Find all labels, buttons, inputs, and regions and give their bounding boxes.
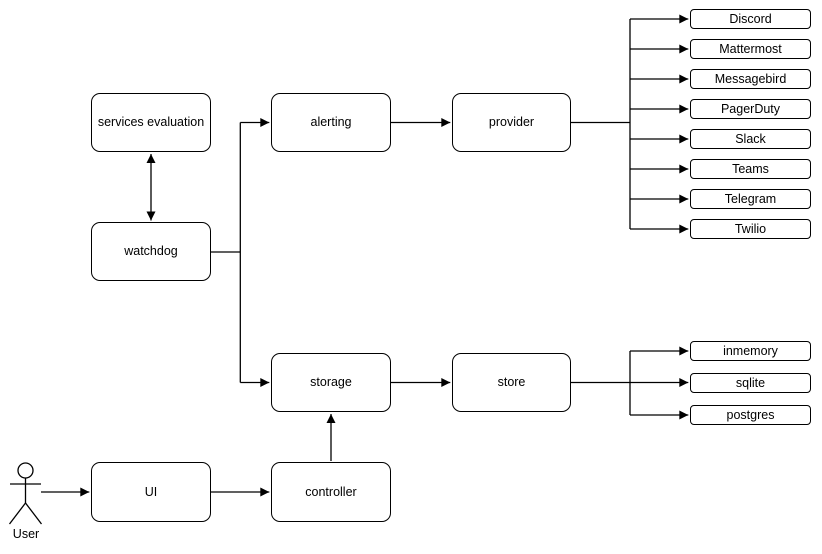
edge-provider-leaves	[571, 14, 689, 234]
user-actor-icon	[8, 462, 43, 525]
node-services-evaluation: services evaluation	[91, 93, 211, 152]
node-watchdog: watchdog	[91, 222, 211, 281]
leaf-store-inmemory: inmemory	[690, 341, 811, 361]
leaf-provider-twilio: Twilio	[690, 219, 811, 239]
node-controller: controller	[271, 462, 391, 522]
leaf-provider-pagerduty: PagerDuty	[690, 99, 811, 119]
leaf-provider-discord: Discord	[690, 9, 811, 29]
leaf-provider-slack: Slack	[690, 129, 811, 149]
user-actor-label: User	[12, 527, 40, 541]
node-alerting: alerting	[271, 93, 391, 152]
leaf-provider-messagebird: Messagebird	[690, 69, 811, 89]
leaf-provider-mattermost: Mattermost	[690, 39, 811, 59]
leaf-provider-telegram: Telegram	[690, 189, 811, 209]
node-store: store	[452, 353, 571, 412]
node-provider: provider	[452, 93, 571, 152]
leaf-store-sqlite: sqlite	[690, 373, 811, 393]
node-storage: storage	[271, 353, 391, 412]
node-ui: UI	[91, 462, 211, 522]
edge-store-leaves	[571, 346, 689, 420]
leaf-provider-teams: Teams	[690, 159, 811, 179]
leaf-store-postgres: postgres	[690, 405, 811, 425]
edge-watchdog-branch	[211, 118, 270, 387]
